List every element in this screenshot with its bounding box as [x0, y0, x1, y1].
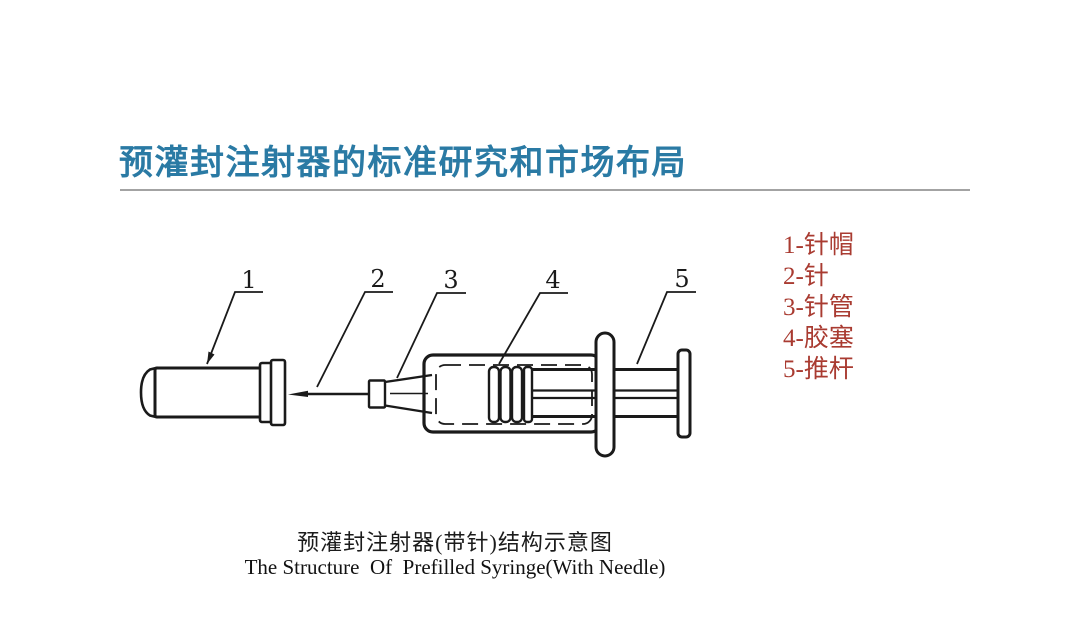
leader-line-2: 2 [316, 265, 393, 388]
leader-line-4: 4 [498, 266, 568, 365]
title-divider [120, 189, 970, 191]
figure-caption-chinese: 预灌封注射器(带针)结构示意图 [297, 530, 613, 555]
part-number-3: 3 [443, 266, 458, 294]
needle-hub [367, 373, 433, 415]
arrowhead-icon [207, 351, 215, 364]
legend-item-stopper: 4-胶塞 [783, 325, 854, 352]
part-number-5: 5 [674, 265, 689, 293]
slide-title: 预灌封注射器的标准研究和市场布局 [119, 144, 687, 182]
legend-item-barrel: 3-针管 [783, 294, 854, 321]
syringe-diagram: 1 2 3 4 5 [139, 265, 696, 458]
figure-caption-english: The Structure Of Prefilled Syringe(With … [244, 555, 666, 579]
legend-item-needle-cap: 1-针帽 [783, 232, 854, 259]
part-number-2: 2 [370, 265, 385, 293]
leader-line-1: 1 [206, 266, 263, 365]
leader-line-3: 3 [396, 266, 466, 379]
legend-item-plunger: 5-推杆 [783, 356, 854, 383]
needle [288, 390, 372, 397]
parts-legend: 1-针帽 2-针 3-针管 4-胶塞 5-推杆 [783, 230, 854, 385]
leader-line-5: 5 [636, 265, 696, 365]
rubber-stopper [487, 365, 534, 424]
part-number-1: 1 [241, 266, 256, 294]
thumb-rest [676, 348, 692, 439]
legend-item-needle: 2-针 [783, 263, 829, 290]
part-number-4: 4 [545, 266, 560, 294]
needle-cap [139, 358, 287, 427]
finger-flange [594, 331, 616, 458]
